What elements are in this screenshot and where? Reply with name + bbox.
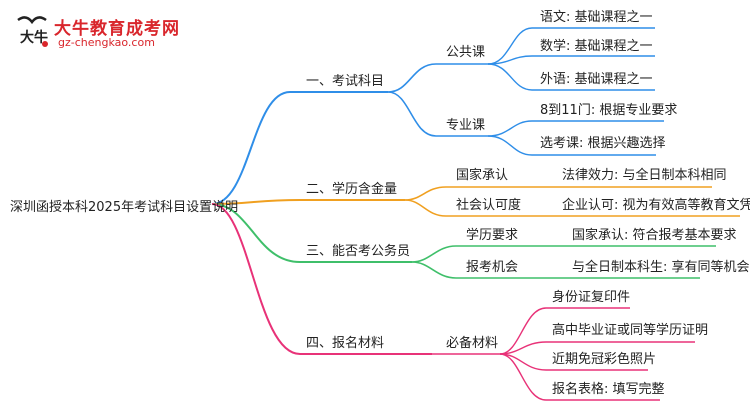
root-node: 深圳函授本科2025年考试科目设置说明 xyxy=(10,200,239,215)
connector-b2-row1 xyxy=(404,186,712,201)
leaf-photo: 近期免冠彩色照片 xyxy=(552,352,657,367)
connector-root-b1 xyxy=(211,91,388,205)
connector-b4-item4 xyxy=(499,353,660,401)
branch-civil-service: 三、能否考公务员 xyxy=(306,244,411,259)
leaf-diploma: 高中毕业证或同等学历证明 xyxy=(552,323,709,338)
branch-application-materials: 四、报名材料 xyxy=(306,336,385,351)
brand-mark: 大牛 xyxy=(20,29,48,46)
connector-b4-item3 xyxy=(499,353,648,371)
node-exam-opportunity: 报考机会 xyxy=(466,260,519,275)
brand-url: gz-chengkao.com xyxy=(58,36,155,49)
connector-b3-row2 xyxy=(411,261,700,279)
node-national-recognition: 国家承认 xyxy=(456,168,509,183)
connector-b4-item2 xyxy=(499,341,695,355)
node-education-requirement: 学历要求 xyxy=(466,228,519,243)
connector-b2-row2 xyxy=(404,199,740,217)
connector-public-2 xyxy=(487,55,655,65)
node-public-courses: 公共课 xyxy=(446,45,486,60)
connector-b1-major xyxy=(387,91,488,137)
leaf-employer-recognition: 企业认可: 视为有效高等教育文凭 xyxy=(562,198,750,213)
leaf-public-1: 语文: 基础课程之一 xyxy=(540,10,653,25)
branch-degree-value: 二、学历含金量 xyxy=(306,182,398,197)
node-major-courses: 专业课 xyxy=(446,118,486,133)
leaf-legal-effect: 法律效力: 与全日制本科相同 xyxy=(562,168,727,183)
node-required-materials: 必备材料 xyxy=(446,336,499,351)
connector-public-1 xyxy=(487,27,655,65)
brand-logo[interactable]: 大牛 大牛教育成考网 gz-chengkao.com xyxy=(12,12,212,52)
leaf-public-3: 外语: 基础课程之一 xyxy=(540,72,653,87)
connector-major-1 xyxy=(487,120,664,137)
leaf-major-2: 选考课: 根据兴趣选择 xyxy=(540,136,666,151)
connector-root-b3 xyxy=(211,203,412,263)
leaf-id-copy: 身份证复印件 xyxy=(552,290,631,305)
bull-logo-icon: 大牛 xyxy=(17,16,48,47)
branch-exam-subjects: 一、考试科目 xyxy=(306,74,385,89)
connector-root-b2 xyxy=(211,199,405,205)
leaf-meets-requirement: 国家承认: 符合报考基本要求 xyxy=(572,228,737,243)
connector-public-3 xyxy=(487,63,655,91)
leaf-equal-opportunity: 与全日制本科生: 享有同等机会 xyxy=(572,260,750,275)
leaf-public-2: 数学: 基础课程之一 xyxy=(540,39,653,54)
leaf-major-1: 8到11门: 根据专业要求 xyxy=(540,103,678,118)
leaf-application-form: 报名表格: 填写完整 xyxy=(552,382,665,397)
connector-b1-public xyxy=(387,63,488,93)
connector-b3-row1 xyxy=(411,245,716,263)
brand-name: 大牛教育成考网 xyxy=(54,19,180,39)
connector-major-2 xyxy=(487,135,656,156)
connector-b4-item1 xyxy=(499,307,630,355)
node-social-recognition: 社会认可度 xyxy=(456,198,522,213)
connector-root-b4 xyxy=(211,203,432,355)
